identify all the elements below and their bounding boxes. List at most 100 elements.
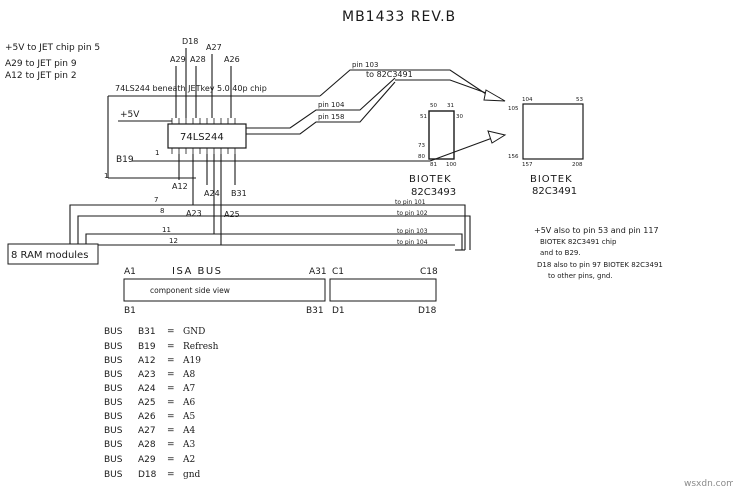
chip-82c3491-pin-105: 105: [508, 106, 519, 112]
bus-row-equals: =: [167, 398, 175, 408]
chip-82c3491-pin-53: 53: [576, 97, 583, 103]
bus-row-equals: =: [167, 384, 175, 394]
wire-pin103: [319, 69, 496, 101]
bus-row-pin: A12: [138, 356, 156, 366]
note-and-b29: and to B29.: [540, 249, 581, 257]
label-pin1-outline: 1: [104, 172, 108, 180]
chip-74ls244-label: 74LS244: [180, 132, 224, 143]
bus-row-signal: GND: [183, 327, 205, 337]
wire-pin104: [246, 77, 396, 129]
bus-row-bus: BUS: [104, 398, 123, 408]
top-pin-leads: [175, 48, 232, 118]
pin-label-a25: A25: [224, 210, 240, 219]
chip-82c3493-pin-30: 30: [456, 114, 463, 120]
pin-label-d18: D18: [182, 37, 198, 46]
bus-row: BUS A24 = A7: [104, 384, 195, 394]
bus-row-pin: A24: [138, 384, 156, 394]
bus-row-equals: =: [167, 470, 175, 480]
bus-row: BUS A28 = A3: [104, 440, 195, 450]
note-a29-jet: A29 to JET pin 9: [5, 59, 77, 69]
bus-row-signal: gnd: [183, 470, 201, 480]
bus-row: BUS A26 = A5: [104, 412, 195, 422]
bus-row: BUS A25 = A6: [104, 398, 195, 408]
isa-corner-a31: A31: [309, 267, 327, 277]
chip-82c3493-name: BIOTEK: [409, 174, 452, 185]
wire-label-to-pin102: to pin 102: [397, 210, 428, 217]
chip-74ls244-body: [167, 123, 247, 149]
arrow-to-82c3491: [483, 89, 506, 102]
chip-82c3491-pin-104: 104: [522, 97, 533, 103]
bus-row-pin: B31: [138, 327, 156, 337]
bus-row-bus: BUS: [104, 412, 123, 422]
bus-row: BUS A12 = A19: [104, 356, 201, 366]
pin-label-a12: A12: [172, 182, 188, 191]
bus-row-pin: A25: [138, 398, 156, 408]
wire-pin158: [246, 81, 396, 135]
chip-82c3491-pin-208: 208: [572, 162, 583, 168]
bus-row-pin: A29: [138, 455, 156, 465]
bus-row: BUS B19 = Refresh: [104, 342, 219, 352]
chip-82c3493-pin-80: 80: [418, 154, 425, 160]
isa-bus-label: ISA BUS: [172, 266, 223, 277]
bus-row-bus: BUS: [104, 470, 123, 480]
note-other-pins: to other pins, gnd.: [548, 272, 613, 280]
chip-82c3493-pin-31: 31: [447, 103, 454, 109]
note-a12-jet: A12 to JET pin 2: [5, 71, 77, 81]
label-pin1: 1: [155, 149, 159, 157]
isa-corner-a1: A1: [124, 267, 136, 277]
chip-82c3493-pin-100: 100: [446, 162, 457, 168]
bus-row-signal: A4: [182, 426, 195, 436]
wire-to-pin103: [85, 233, 463, 250]
bus-row: BUS A29 = A2: [104, 455, 195, 465]
bus-row-signal: A8: [182, 370, 195, 380]
bus-row: BUS A23 = A8: [104, 370, 195, 380]
bus-row-equals: =: [167, 440, 175, 450]
wire-label-to-pin101: to pin 101: [395, 199, 426, 206]
bus-row-signal: A7: [182, 384, 195, 394]
bus-row-pin: B19: [138, 342, 156, 352]
wire-number-8: 8: [160, 207, 164, 215]
bus-row: BUS B31 = GND: [104, 327, 205, 337]
chip-74ls244-pins: [171, 118, 236, 154]
bus-row-pin: A23: [138, 370, 156, 380]
isa-corner-b1: B1: [124, 306, 136, 316]
chip-82c3491-body: [522, 103, 584, 160]
wire-label-pin158: pin 158: [318, 113, 344, 121]
chip-82c3491-pin-156: 156: [508, 154, 519, 160]
pin-label-b31: B31: [231, 189, 247, 198]
wire-label-to-pin103: to pin 103: [397, 228, 428, 235]
bus-row-signal: A2: [182, 455, 195, 465]
bottom-pin-leads: [178, 154, 236, 245]
bus-row-equals: =: [167, 342, 175, 352]
arrow-b19: [487, 130, 507, 144]
chip-74ls244-caption: 74LS244 beneath JETkey 5.0 40p chip: [115, 84, 267, 93]
bus-row-pin: A28: [138, 440, 156, 450]
bus-row-bus: BUS: [104, 440, 123, 450]
bus-row-bus: BUS: [104, 426, 123, 436]
note-biotek-chip: BIOTEK 82C3491 chip: [540, 238, 617, 246]
label-plus5v: +5V: [120, 110, 140, 120]
bus-row-signal: A3: [182, 440, 195, 450]
wire-label-pin104: pin 104: [318, 101, 345, 109]
bus-row-pin: D18: [138, 470, 157, 480]
watermark: wsxdn.com: [684, 479, 733, 489]
isa-corner-c18: C18: [420, 267, 438, 277]
pin-label-a24: A24: [204, 189, 220, 198]
pin-label-a29: A29: [170, 55, 186, 64]
wire-to-pin102: [77, 215, 471, 250]
bus-row-signal: A6: [182, 398, 195, 408]
isa-corner-d18: D18: [418, 306, 437, 316]
wire-number-12: 12: [169, 237, 178, 245]
chip-82c3493-pin-50: 50: [430, 103, 437, 109]
isa-connector-cd: [329, 278, 437, 302]
note-5v-jet: +5V to JET chip pin 5: [5, 43, 100, 53]
bus-row-bus: BUS: [104, 384, 123, 394]
diagram-title: MB1433 REV.B: [342, 9, 456, 25]
wire-number-7: 7: [154, 196, 158, 204]
isa-corner-b31: B31: [306, 306, 324, 316]
bus-row-pin: A27: [138, 426, 156, 436]
ram-modules-box: [7, 243, 99, 265]
wire-b19-to-82c3491: [429, 136, 496, 162]
bus-row-bus: BUS: [104, 342, 123, 352]
